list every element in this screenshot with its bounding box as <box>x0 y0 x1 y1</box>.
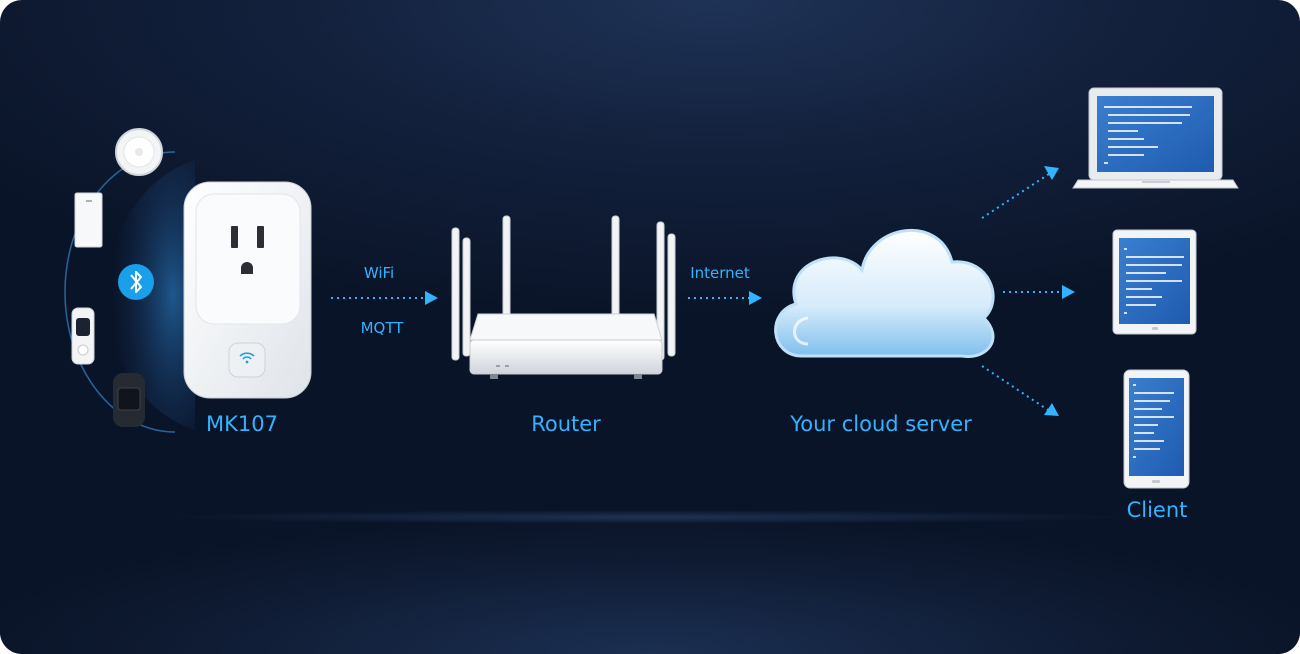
link-wifi-label: WiFi <box>364 264 394 282</box>
router-device <box>451 215 676 379</box>
cloud-phone-arrow <box>981 365 1059 416</box>
doorbell-icon <box>71 307 95 365</box>
cloud-tablet-arrow <box>1003 285 1075 299</box>
floor-glow <box>160 510 1140 524</box>
bluetooth-devices <box>64 128 195 433</box>
floor-gradient <box>0 505 1300 654</box>
wifi-icon <box>239 352 255 364</box>
round-beacon-icon <box>115 128 163 176</box>
cloud-icon <box>774 228 995 358</box>
laptop-icon <box>1072 87 1239 189</box>
cloud-laptop-arrow <box>981 166 1059 219</box>
tablet-screen-code <box>1124 248 1184 314</box>
wristband-icon <box>113 373 145 427</box>
device-label: MK107 <box>206 412 278 436</box>
link-mqtt-label: MQTT <box>361 319 405 337</box>
card-beacon-icon <box>74 192 103 248</box>
bluetooth-icon <box>118 264 154 300</box>
laptop-screen-code <box>1104 106 1192 164</box>
mk107-plug <box>183 181 312 399</box>
internet-arrow <box>688 291 762 305</box>
client-label: Client <box>1127 498 1188 522</box>
cloud-label: Your cloud server <box>789 412 972 436</box>
wifi-mqtt-arrow <box>331 291 438 305</box>
beacon-glow-area <box>106 160 195 430</box>
router-label: Router <box>531 412 601 436</box>
phone-icon <box>1123 369 1190 489</box>
link-internet-label: Internet <box>690 264 750 282</box>
tablet-icon <box>1112 229 1197 335</box>
phone-screen-code <box>1133 384 1174 458</box>
